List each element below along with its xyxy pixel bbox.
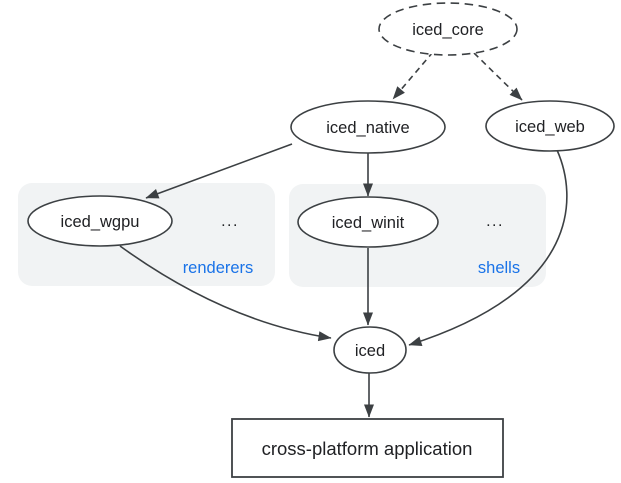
- edge-iced-wgpu-to-iced: [119, 245, 332, 342]
- node-iced-label: iced: [355, 342, 385, 360]
- node-application-label: cross-platform application: [262, 438, 473, 459]
- node-iced-wgpu-shape: [27, 195, 173, 247]
- node-iced-winit-shape: [297, 196, 439, 248]
- node-iced-core-label: iced_core: [412, 21, 484, 39]
- node-iced-native-shape: [290, 100, 446, 154]
- renderers-group-label: renderers: [183, 259, 254, 277]
- shells-group-label: shells: [478, 259, 520, 277]
- renderers-ellipsis: ...: [221, 213, 239, 230]
- node-iced-web-label: iced_web: [515, 118, 585, 136]
- edge-iced-core-to-iced-web: [473, 52, 523, 101]
- node-iced-wgpu-label: iced_wgpu: [61, 213, 140, 231]
- node-iced-native-label: iced_native: [326, 119, 409, 137]
- node-application-box: [231, 418, 504, 478]
- node-iced-core-shape: [378, 2, 518, 56]
- shells-ellipsis: ...: [486, 213, 504, 230]
- node-iced-shape: [333, 326, 407, 374]
- node-iced-web-shape: [485, 100, 615, 152]
- edge-iced-web-to-iced: [408, 149, 568, 346]
- node-iced-winit-label: iced_winit: [332, 214, 405, 232]
- edge-iced-native-to-iced-wgpu: [145, 143, 293, 199]
